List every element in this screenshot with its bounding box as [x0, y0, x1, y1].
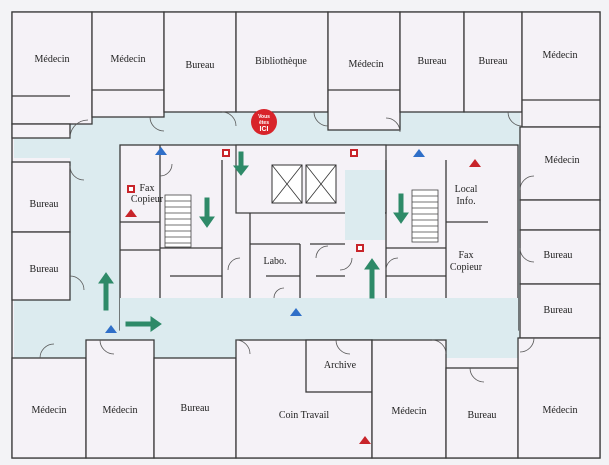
you-are-here-line-2: êtes: [259, 120, 269, 126]
room-bottom-5: [371, 339, 447, 459]
label-local-info-2: Info.: [456, 196, 475, 207]
label-top-6: Bureau: [418, 56, 447, 67]
room-top-7: [463, 11, 523, 113]
safety-sign-icon: [155, 147, 167, 155]
label-right-2: Bureau: [544, 250, 573, 261]
stairs-left: [164, 194, 192, 248]
label-top-5: Médecin: [349, 59, 384, 70]
fire-alarm-icon: [127, 185, 135, 193]
label-right-1: Médecin: [545, 155, 580, 166]
room-top-6: [399, 11, 465, 113]
room-left-1: [11, 161, 71, 233]
label-top-3: Bureau: [186, 60, 215, 71]
room-top-1: [11, 11, 93, 125]
label-top-2: Médecin: [111, 54, 146, 65]
room-bottom-2: [85, 339, 155, 459]
fire-alarm-icon: [222, 149, 230, 157]
right-rooms: [519, 126, 601, 339]
room-right-2: [519, 229, 601, 285]
core-partitions: [120, 145, 488, 298]
safety-sign-icon: [413, 149, 425, 157]
room-labels: Médecin Médecin Bureau Bibliothèque Méde…: [30, 50, 580, 421]
room-left-strip: [11, 123, 71, 139]
safety-sign-icon: [290, 308, 302, 316]
label-bottom-5: Médecin: [392, 406, 427, 417]
label-local-info-1: Local: [455, 184, 478, 195]
safety-sign-icon: [105, 325, 117, 333]
fire-extinguisher-icon: [469, 159, 481, 167]
label-top-7: Bureau: [479, 56, 508, 67]
you-are-here-marker: Vous êtes ICI: [251, 109, 277, 135]
room-bottom-7: [517, 337, 601, 459]
fire-extinguishers: [125, 159, 481, 444]
elevator-icon: [271, 164, 337, 204]
label-fax-left-2: Copieur: [131, 194, 164, 205]
label-top-8: Médecin: [543, 50, 578, 61]
fire-extinguisher-icon: [359, 436, 371, 444]
safety-signs: [105, 147, 425, 333]
evacuation-arrow-icon: [125, 316, 162, 332]
room-right-3: [519, 283, 601, 339]
label-left-2: Bureau: [30, 264, 59, 275]
label-bottom-4: Coin Travail: [279, 410, 330, 421]
corridor-vertical-center: [345, 170, 385, 240]
label-bottom-7: Médecin: [543, 405, 578, 416]
left-rooms: [11, 123, 71, 301]
fire-alarms: [127, 149, 364, 252]
room-top-5: [327, 11, 401, 131]
label-left-1: Bureau: [30, 199, 59, 210]
label-top-1: Médecin: [35, 54, 70, 65]
room-left-2: [11, 231, 71, 301]
evacuation-arrow-icon: [232, 151, 250, 176]
top-rooms: [11, 11, 601, 131]
evacuation-arrows: [98, 151, 409, 332]
label-bottom-6: Bureau: [468, 410, 497, 421]
you-are-here-line-1: Vous: [258, 114, 270, 120]
fire-extinguisher-icon: [125, 209, 137, 217]
label-fax-right-1: Fax: [459, 250, 474, 261]
evacuation-arrow-icon: [98, 272, 114, 311]
evacuation-arrow-icon: [199, 197, 215, 228]
room-top-8: [521, 11, 601, 128]
door-swings: [39, 111, 535, 383]
label-bottom-1: Médecin: [32, 405, 67, 416]
room-right-1: [519, 126, 601, 201]
room-top-4: [235, 11, 329, 113]
stairs-right: [411, 189, 439, 243]
label-labo: Labo.: [263, 256, 286, 267]
label-fax-right-2: Copieur: [450, 262, 483, 273]
label-bottom-3: Bureau: [181, 403, 210, 414]
label-bottom-2: Médecin: [103, 405, 138, 416]
fire-alarm-icon: [356, 244, 364, 252]
fire-alarm-icon: [350, 149, 358, 157]
label-archive: Archive: [324, 360, 357, 371]
label-top-4: Bibliothèque: [255, 56, 307, 67]
corridor-lower-center: [120, 298, 518, 332]
label-fax-left-1: Fax: [140, 183, 155, 194]
room-right-strip: [519, 199, 601, 231]
room-bottom-6: [445, 367, 519, 459]
evacuation-arrow-icon: [364, 258, 380, 299]
room-bottom-3: [153, 357, 237, 459]
you-are-here-line-3: ICI: [260, 126, 269, 133]
evacuation-arrow-icon: [393, 193, 409, 224]
room-bottom-1: [11, 357, 87, 459]
label-right-3: Bureau: [544, 305, 573, 316]
bottom-rooms: [11, 337, 601, 459]
